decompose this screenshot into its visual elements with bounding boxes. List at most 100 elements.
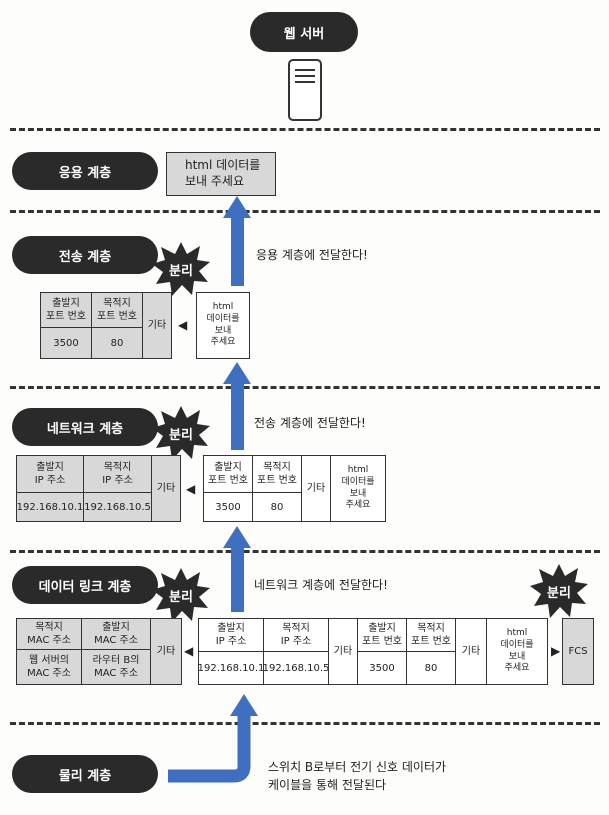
field-line: 목적지 <box>282 623 310 634</box>
left-arrow-icon: ◀ <box>178 318 188 332</box>
field-line: 출발지 <box>102 622 130 633</box>
field-line: MAC 주소 <box>27 635 71 646</box>
transport-other-field: 기타 <box>142 292 172 359</box>
frame-dst-port-value: 80 <box>406 651 456 685</box>
field-line: IP 주소 <box>280 636 312 647</box>
left-arrow-icon: ◀ <box>184 644 194 658</box>
field-line: 보내 <box>508 651 526 662</box>
field-line: 데이터를 <box>206 313 240 324</box>
separate-burst-icon: 분리 <box>150 240 212 298</box>
separate-label: 분리 <box>169 263 193 279</box>
datalink-layer-label: 데이터 링크 계층 <box>12 566 158 604</box>
network-payload-dst-port-value: 80 <box>252 492 302 522</box>
field-line: 포트 번호 <box>208 475 248 486</box>
note-to-transport: 전송 계층에 전달한다! <box>254 416 366 430</box>
datalink-dst-mac-header: 목적지 MAC 주소 <box>16 618 82 650</box>
field-line: 포트 번호 <box>46 311 86 322</box>
separate-label: 분리 <box>547 585 571 601</box>
field-line: 주세요 <box>504 663 530 674</box>
field-line: 주세요 <box>210 337 236 348</box>
field-line: html <box>347 465 369 476</box>
field-line: MAC 주소 <box>27 668 71 679</box>
note-to-application: 응용 계층에 전달한다! <box>256 248 368 262</box>
field-line: 포트 번호 <box>97 311 137 322</box>
field-line: 포트 번호 <box>411 636 451 647</box>
frame-dst-ip-value: 192.168.10.5 <box>263 651 329 685</box>
network-other-field: 기타 <box>151 455 181 522</box>
note-physical-line2: 케이블을 통해 전달된다 <box>268 778 387 792</box>
field-line: 라우터 B의 <box>92 655 140 666</box>
field-line: 포트 번호 <box>362 636 402 647</box>
field-line: 목적지 <box>263 462 291 473</box>
field-line: 목적지 <box>103 462 132 473</box>
right-arrow-icon: ▶ <box>551 644 561 658</box>
web-server-label: 웹 서버 <box>250 12 358 52</box>
left-arrow-icon: ◀ <box>186 482 196 496</box>
note-to-network: 네트워크 계층에 전달한다! <box>254 578 388 592</box>
datalink-dst-mac-value: 웹 서버의 MAC 주소 <box>16 649 82 685</box>
layer-divider <box>10 210 600 213</box>
field-line: 데이터를 <box>500 639 534 650</box>
field-line: IP 주소 <box>102 475 133 486</box>
frame-src-port-value: 3500 <box>357 651 407 685</box>
field-line: html <box>212 302 234 313</box>
field-line: IP 주소 <box>34 475 66 486</box>
field-line: 데이터를 <box>341 476 375 487</box>
frame-port-other: 기타 <box>455 618 487 685</box>
frame-ip-other: 기타 <box>328 618 358 685</box>
field-line: 목적지 <box>35 622 63 633</box>
separate-burst-icon: 분리 <box>150 566 212 624</box>
network-dst-ip-value: 192.168.10.5 <box>83 492 152 522</box>
note-physical-line1: 스위치 B로부터 전기 신호 데이터가 <box>268 760 447 774</box>
transport-dst-port-value: 80 <box>91 327 143 359</box>
network-dst-ip-header: 목적지 IP 주소 <box>83 455 152 493</box>
transport-src-port-value: 3500 <box>40 327 92 359</box>
field-line: 보내 <box>214 325 232 336</box>
field-line: 출발지 <box>217 623 245 634</box>
separate-label: 분리 <box>169 589 193 605</box>
separate-burst-icon: 분리 <box>528 562 590 620</box>
field-line: MAC 주소 <box>94 668 138 679</box>
layer-divider <box>10 550 600 553</box>
network-src-ip-value: 192.168.10.1 <box>16 492 84 522</box>
separate-burst-icon: 분리 <box>150 404 212 462</box>
field-line: 출발지 <box>36 462 64 473</box>
separate-label: 분리 <box>169 427 193 443</box>
fcs-field: FCS <box>562 618 594 685</box>
field-line: 출발지 <box>368 623 396 634</box>
layer-divider <box>10 128 600 131</box>
datalink-src-mac-value: 라우터 B의 MAC 주소 <box>81 649 151 685</box>
field-line: 주세요 <box>345 500 371 511</box>
physical-layer-label: 물리 계층 <box>12 755 158 793</box>
network-payload-src-port-value: 3500 <box>203 492 253 522</box>
application-layer-label: 응용 계층 <box>12 152 158 190</box>
field-line: 보내 <box>349 488 367 499</box>
field-line: 출발지 <box>214 462 242 473</box>
layer-divider <box>10 386 600 389</box>
field-line: 출발지 <box>52 298 80 309</box>
field-line: IP 주소 <box>215 636 247 647</box>
field-line: html <box>506 628 528 639</box>
field-line: 포트 번호 <box>257 475 297 486</box>
app-message-line1: html 데이터를 <box>185 158 261 173</box>
field-line: 목적지 <box>103 298 131 309</box>
server-icon <box>288 59 322 121</box>
app-message-line2: 보내 주세요 <box>185 174 245 188</box>
layer-divider <box>10 722 600 725</box>
field-line: 웹 서버의 <box>29 655 69 666</box>
field-line: 목적지 <box>417 623 445 634</box>
datalink-other-field: 기타 <box>150 618 182 685</box>
frame-dst-ip-header: 목적지 IP 주소 <box>263 618 329 652</box>
field-line: MAC 주소 <box>94 635 138 646</box>
network-src-ip-header: 출발지 IP 주소 <box>16 455 84 493</box>
transport-layer-label: 전송 계층 <box>12 236 158 274</box>
network-layer-label: 네트워크 계층 <box>12 408 158 446</box>
